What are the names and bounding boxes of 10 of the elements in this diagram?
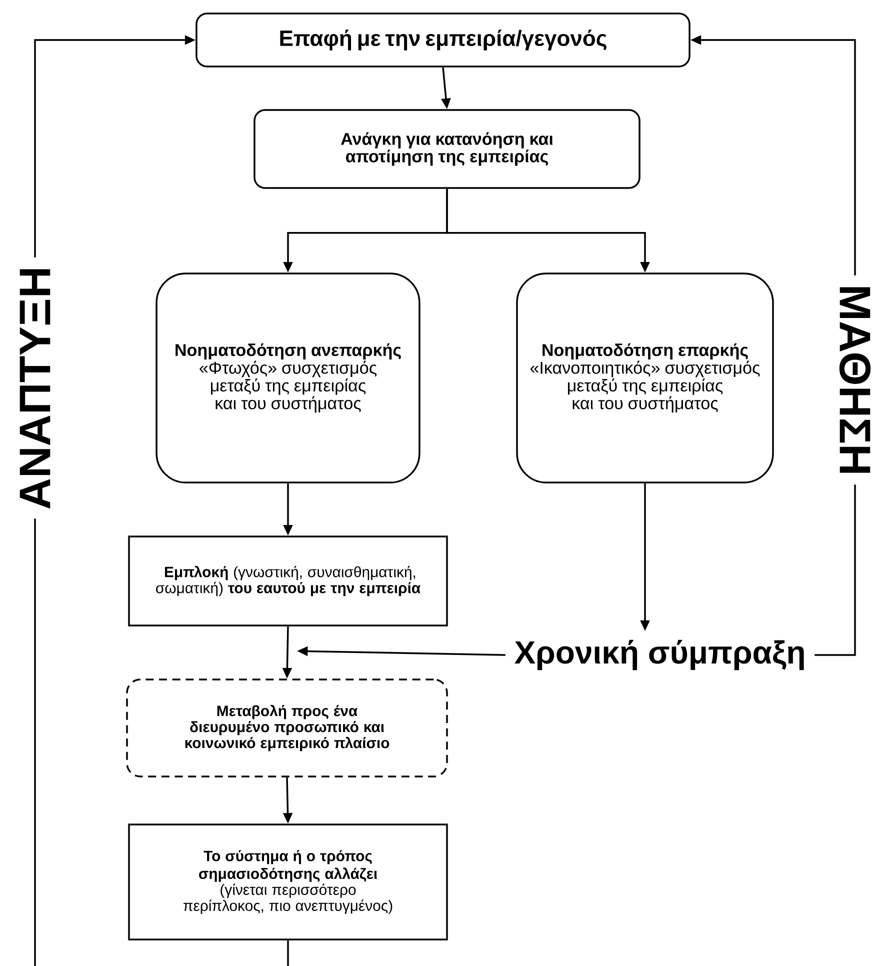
stage-label: Χρονική σύμπραξη (514, 640, 804, 670)
process-box: Επαφή με την εμπειρία/γεγονός (196, 12, 690, 68)
process-box: Ανάγκη για κατανόηση και αποτίμηση της εμπειρίας (254, 109, 640, 189)
process-box: Νοηματοδότηση ανεπαρκής «Φτωχός» συσχετισμός μεταξύ της εμπειρίας και του συστήματος (156, 272, 420, 484)
process-box: Μεταβολή προς ένα διευρυμένο προσωπικό και κοινωνικό εμπειρικό πλαίσιο (126, 678, 448, 778)
stage-label: ΑΝΑΠΤΥΞΗ (12, 258, 58, 518)
process-box: Νοηματοδότηση επαρκής «Ικανοποιητικός» συσχετισμός μεταξύ της εμπειρίας και του συστήματος (516, 272, 774, 484)
process-box: Το σύστημα ή ο τρόπος σημασιοδότησης αλλάζει (γίνεται περισσότερο περίπλοκος, πιο ανεπτυγμένος) (128, 824, 448, 940)
stage-label: ΜΑΘΗΣΗ (831, 276, 879, 484)
process-box: Εμπλοκή (γνωστική, συναισθηματική, σωματική) του εαυτού με την εμπειρία (128, 536, 448, 626)
